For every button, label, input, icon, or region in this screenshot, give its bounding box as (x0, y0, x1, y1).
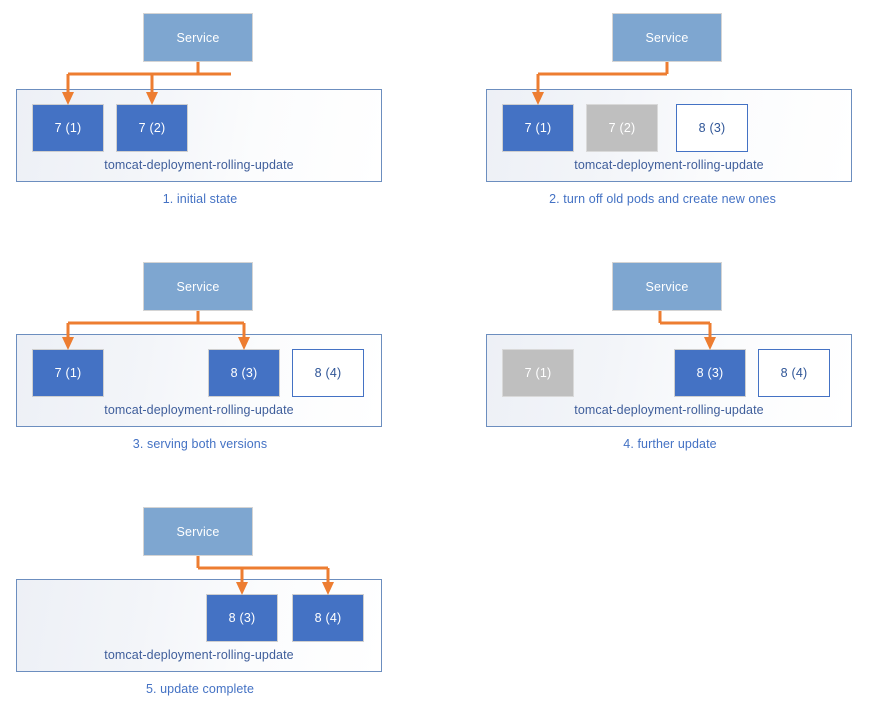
deployment-name-label: tomcat-deployment-rolling-update (104, 648, 294, 662)
pod-label: 7 (1) (54, 366, 82, 380)
pod-label: 8 (4) (314, 611, 342, 625)
pod-7-2[interactable]: 7 (2) (586, 104, 658, 152)
service-label: Service (176, 524, 220, 539)
panel-caption: 5. update complete (145, 682, 255, 696)
pod-7-2[interactable]: 7 (2) (116, 104, 188, 152)
pod-7-1[interactable]: 7 (1) (32, 349, 104, 397)
service-box[interactable]: Service (143, 262, 253, 311)
pod-label: 7 (1) (54, 121, 82, 135)
panel-caption: 4. further update (623, 437, 717, 451)
pod-label: 7 (1) (524, 366, 552, 380)
pod-label: 8 (4) (780, 366, 808, 380)
pod-8-3[interactable]: 8 (3) (206, 594, 278, 642)
pod-8-4[interactable]: 8 (4) (292, 349, 364, 397)
deployment-name-label: tomcat-deployment-rolling-update (574, 158, 764, 172)
service-label: Service (176, 30, 220, 45)
panel-caption: 3. serving both versions (132, 437, 268, 451)
pod-8-3[interactable]: 8 (3) (208, 349, 280, 397)
pod-7-1[interactable]: 7 (1) (32, 104, 104, 152)
deployment-name-label: tomcat-deployment-rolling-update (104, 158, 294, 172)
pod-8-4[interactable]: 8 (4) (292, 594, 364, 642)
pod-8-4[interactable]: 8 (4) (758, 349, 830, 397)
service-label: Service (645, 30, 689, 45)
pod-label: 7 (1) (524, 121, 552, 135)
service-box[interactable]: Service (143, 507, 253, 556)
pod-label: 7 (2) (138, 121, 166, 135)
pod-label: 8 (3) (696, 366, 724, 380)
service-label: Service (645, 279, 689, 294)
pod-7-1[interactable]: 7 (1) (502, 349, 574, 397)
panel-caption: 2. turn off old pods and create new ones (549, 192, 776, 206)
pod-label: 8 (3) (228, 611, 256, 625)
pod-8-3[interactable]: 8 (3) (674, 349, 746, 397)
pod-label: 8 (3) (230, 366, 258, 380)
pod-label: 8 (4) (314, 366, 342, 380)
pod-label: 7 (2) (608, 121, 636, 135)
service-label: Service (176, 279, 220, 294)
pod-7-1[interactable]: 7 (1) (502, 104, 574, 152)
service-box[interactable]: Service (612, 13, 722, 62)
panel-caption: 1. initial state (162, 192, 238, 206)
service-box[interactable]: Service (143, 13, 253, 62)
deployment-name-label: tomcat-deployment-rolling-update (104, 403, 294, 417)
deployment-name-label: tomcat-deployment-rolling-update (574, 403, 764, 417)
pod-label: 8 (3) (698, 121, 726, 135)
pod-8-3[interactable]: 8 (3) (676, 104, 748, 152)
service-box[interactable]: Service (612, 262, 722, 311)
